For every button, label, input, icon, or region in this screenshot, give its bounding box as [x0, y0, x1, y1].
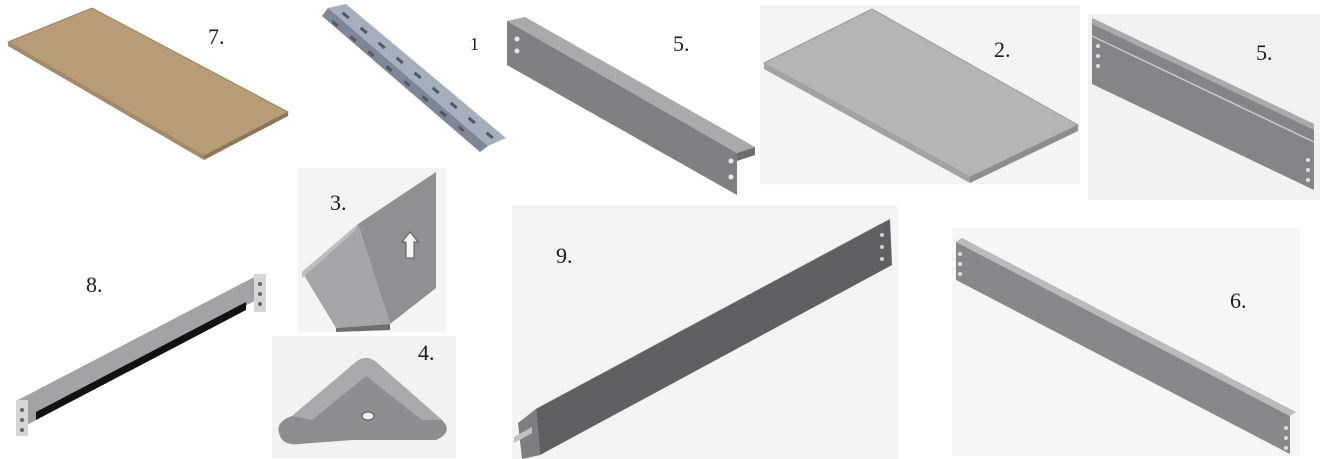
part-label: 5.: [1256, 40, 1273, 65]
part-2-steel-shelf-panel: 2.: [760, 5, 1080, 185]
part-label: 3.: [330, 190, 347, 215]
short-beam-alt-illustration: [1091, 18, 1315, 190]
part-label: 5.: [673, 31, 690, 56]
slotted-beam-illustration: [16, 274, 266, 436]
part-9-long-c-beam: 9.: [512, 205, 898, 459]
part-label: 8.: [86, 272, 103, 297]
connector-clip-illustration: [302, 172, 436, 332]
part-1-angle-post: 1: [320, 0, 510, 190]
part-label: 1: [470, 34, 479, 54]
chipboard-panel-illustration: [6, 7, 290, 160]
part-label: 9.: [556, 243, 573, 268]
part-3-connector-clip: 3.: [298, 168, 446, 332]
part-6-long-flat-beam: 6.: [952, 228, 1300, 456]
angle-post-illustration: [322, 4, 506, 152]
part-8-long-slotted-beam: 8.: [10, 262, 272, 440]
flat-beam-illustration: [956, 238, 1296, 454]
c-beam-illustration: [514, 219, 892, 459]
short-beam-illustration: [507, 17, 755, 195]
foot-plate-illustration: [278, 358, 447, 445]
part-label: 4.: [418, 340, 435, 365]
part-5-short-beam-alt: 5.: [1088, 14, 1320, 200]
part-5-short-beam: 5.: [505, 5, 760, 200]
shelf-panel-illustration: [762, 8, 1080, 183]
part-label: 2.: [994, 37, 1011, 62]
part-7-chipboard-panel: 7.: [0, 0, 300, 190]
part-label: 7.: [208, 24, 225, 49]
part-4-foot-plate: 4.: [272, 336, 456, 458]
part-label: 6.: [1230, 288, 1247, 313]
